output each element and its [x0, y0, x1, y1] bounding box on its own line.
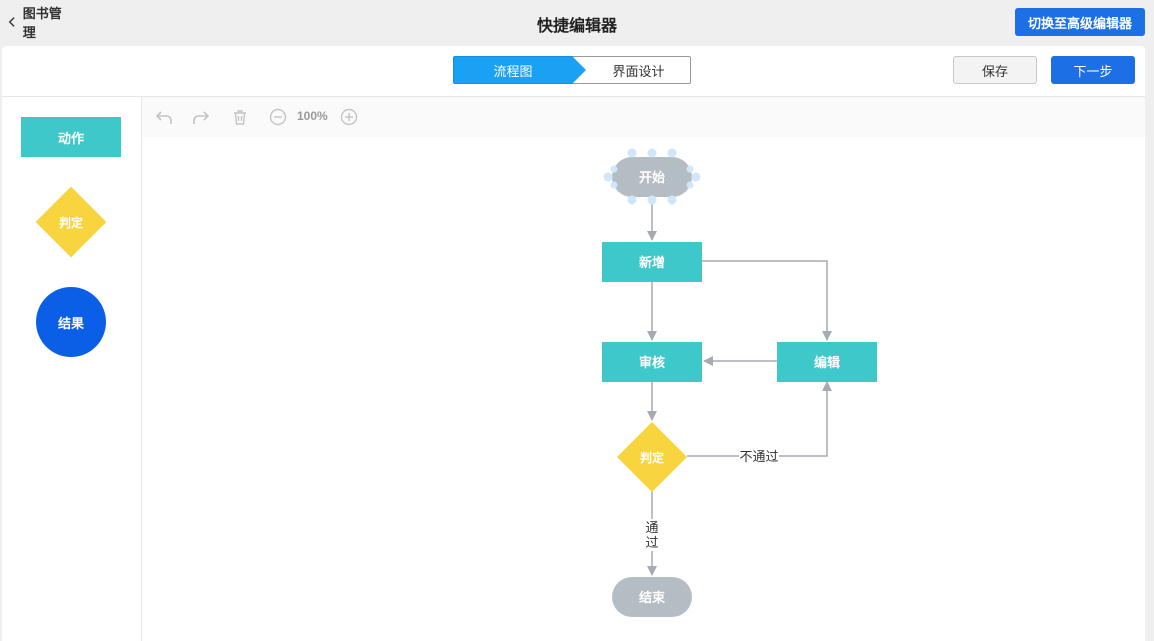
- edge-add-edit[interactable]: [702, 260, 832, 341]
- reject-label-bg: [739, 448, 779, 464]
- delete-button[interactable]: [230, 107, 250, 127]
- anchor-point[interactable]: [627, 148, 637, 158]
- step-arrow-icon: [572, 56, 586, 84]
- node-decision-label: 判定: [640, 450, 664, 465]
- back-link[interactable]: 图书管理: [8, 6, 68, 40]
- palette-decision-label: 判定: [58, 215, 83, 230]
- edit-shape: [777, 342, 877, 382]
- anchor-point[interactable]: [691, 172, 701, 182]
- zoom-out-icon: [269, 108, 287, 126]
- panel-header: 流程图 界面设计 保存 下一步: [2, 46, 1145, 97]
- flow-diagram: 不通过 通 过 开始: [602, 148, 877, 617]
- edge-decision-edit[interactable]: [687, 381, 832, 457]
- next-step-button[interactable]: 下一步: [1051, 56, 1135, 84]
- node-review[interactable]: 审核: [602, 342, 702, 382]
- anchor-points[interactable]: [603, 148, 701, 205]
- anchor-point[interactable]: [647, 148, 657, 158]
- edge-label-pass-bottom: 过: [645, 535, 658, 550]
- tab-flowchart[interactable]: 流程图: [453, 56, 573, 84]
- node-edit-label: 编辑: [814, 355, 840, 370]
- node-end[interactable]: 结束: [612, 577, 692, 617]
- flow-canvas[interactable]: 不通过 通 过 开始: [142, 97, 1145, 641]
- node-edit[interactable]: 编辑: [777, 342, 877, 382]
- node-decision[interactable]: 判定: [617, 422, 687, 492]
- undo-button[interactable]: [154, 107, 174, 127]
- zoom-in-icon: [340, 108, 358, 126]
- anchor-point[interactable]: [610, 181, 618, 189]
- zoom-out-button[interactable]: [268, 107, 288, 127]
- anchor-point[interactable]: [610, 165, 618, 173]
- tab-ui-design[interactable]: 界面设计: [573, 56, 691, 84]
- anchor-point[interactable]: [686, 181, 694, 189]
- zoom-level: 100%: [297, 109, 328, 123]
- edge-label-pass-top: 通: [645, 520, 658, 535]
- zoom-in-button[interactable]: [339, 107, 359, 127]
- anchor-point[interactable]: [603, 172, 613, 182]
- node-add[interactable]: 新增: [602, 242, 702, 282]
- palette-action-node[interactable]: 动作: [21, 117, 121, 157]
- node-palette: 动作 判定 结果: [2, 97, 142, 641]
- start-shape: [612, 157, 692, 197]
- redo-button[interactable]: [191, 107, 211, 127]
- decision-diamond: [617, 422, 687, 492]
- pass-label-bg: [644, 519, 660, 551]
- step-switcher: 流程图 界面设计: [453, 56, 691, 84]
- node-review-label: 审核: [639, 355, 665, 370]
- anchor-point[interactable]: [647, 195, 657, 205]
- top-bar: 图书管理 快捷编辑器 切换至高级编辑器: [0, 0, 1154, 44]
- page-title: 快捷编辑器: [536, 18, 617, 35]
- save-button[interactable]: 保存: [953, 56, 1037, 84]
- node-start[interactable]: 开始: [603, 148, 701, 205]
- end-shape: [612, 577, 692, 617]
- add-shape: [602, 242, 702, 282]
- switch-advanced-editor-button[interactable]: 切换至高级编辑器: [1015, 8, 1145, 36]
- anchor-point[interactable]: [627, 195, 637, 205]
- canvas-toolbar: 100%: [142, 97, 1145, 137]
- delete-icon: [234, 110, 246, 125]
- editor-panel: 流程图 界面设计 保存 下一步 动作 判定 结果: [2, 46, 1145, 641]
- chevron-left-icon: [8, 17, 15, 27]
- edge-label-reject: 不通过: [739, 449, 778, 464]
- back-label: 图书管理: [22, 6, 62, 40]
- anchor-point[interactable]: [667, 195, 677, 205]
- node-end-label: 结束: [639, 590, 666, 605]
- palette-result-node[interactable]: 结果: [36, 287, 106, 357]
- node-add-label: 新增: [639, 255, 665, 270]
- palette-decision-node[interactable]: 判定: [35, 186, 107, 258]
- node-start-label: 开始: [639, 170, 665, 185]
- redo-icon: [193, 111, 210, 124]
- undo-icon: [155, 111, 172, 124]
- anchor-point[interactable]: [667, 148, 677, 158]
- anchor-point[interactable]: [686, 165, 694, 173]
- review-shape: [602, 342, 702, 382]
